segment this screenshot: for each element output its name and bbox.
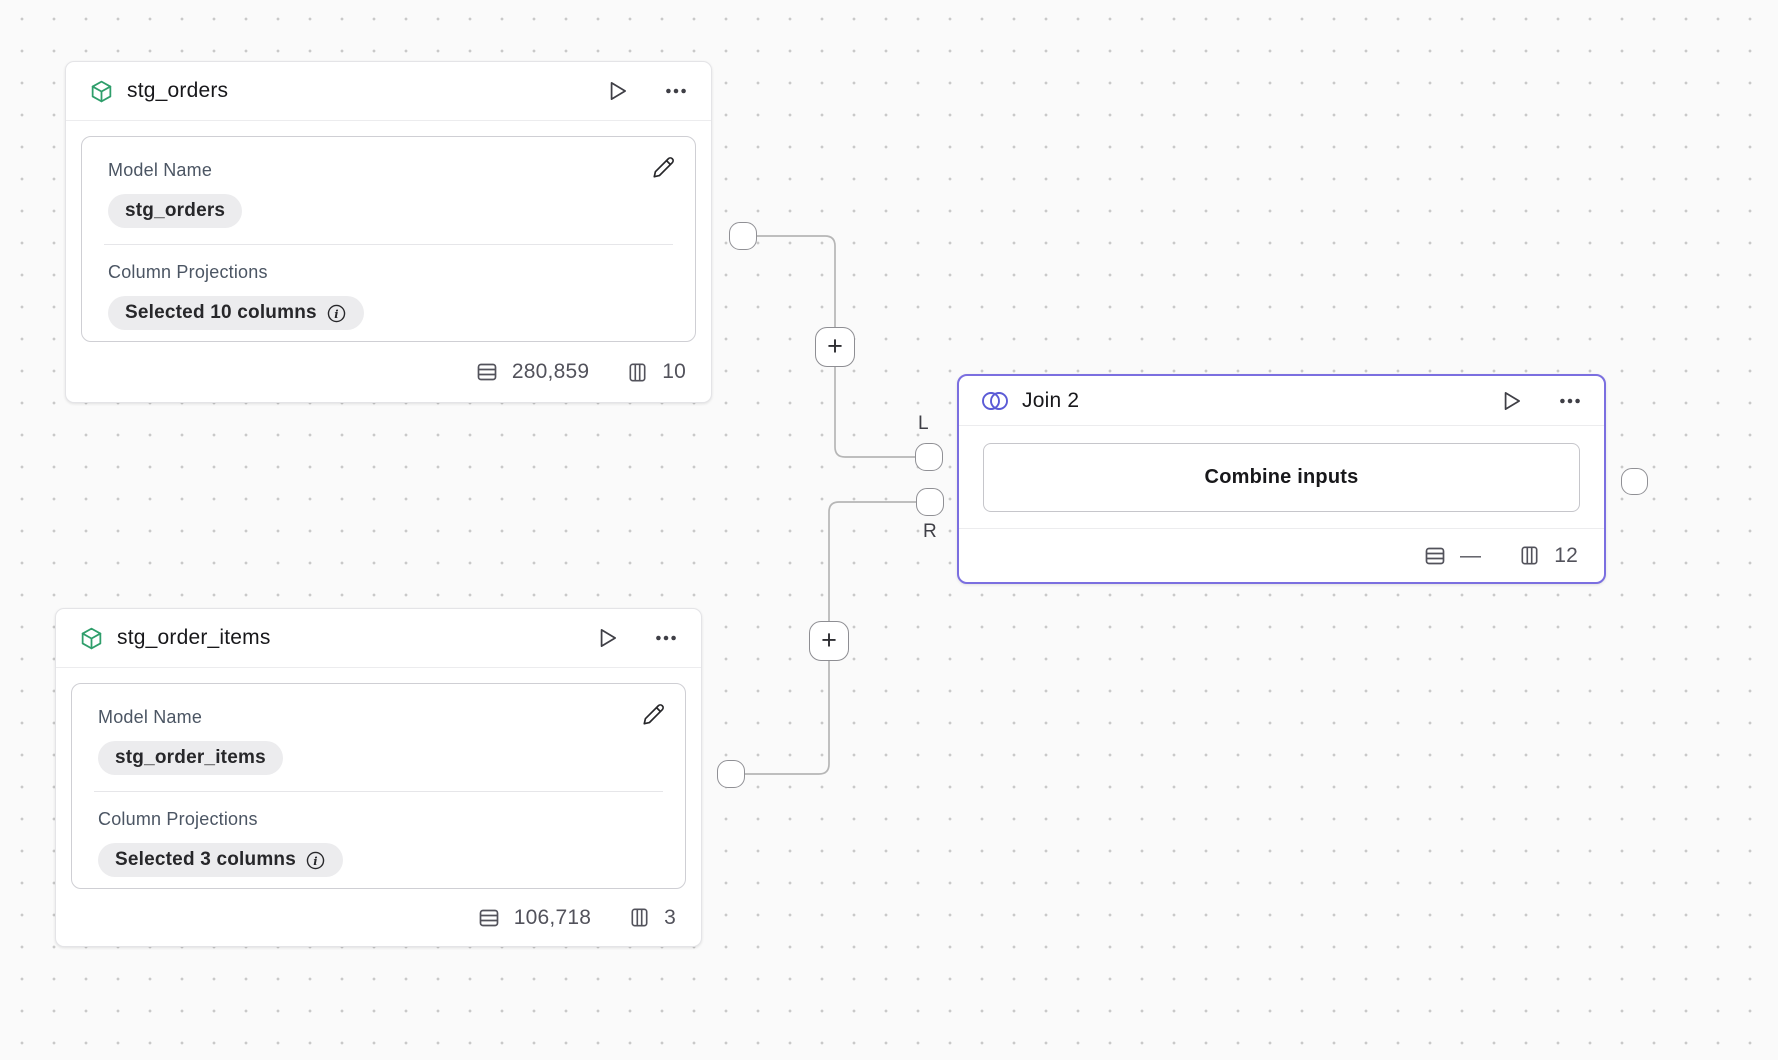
divider — [104, 244, 673, 245]
output-port-stg-order-items[interactable] — [717, 760, 745, 788]
add-node-on-edge-button[interactable]: + — [809, 621, 849, 661]
model-name-chip[interactable]: stg_order_items — [98, 741, 283, 775]
node-menu-button[interactable] — [1557, 388, 1583, 414]
row-count-icon — [477, 363, 497, 381]
info-icon: i — [327, 304, 346, 322]
node-stats: 106,718 3 — [56, 889, 701, 946]
combine-inputs-button[interactable]: Combine inputs — [983, 443, 1580, 512]
column-projections-label: Column Projections — [108, 262, 268, 282]
add-node-on-edge-button[interactable]: + — [815, 327, 855, 367]
edit-pencil-icon[interactable] — [640, 701, 667, 728]
run-node-button[interactable] — [594, 625, 620, 651]
row-count: — — [1460, 543, 1482, 567]
divider — [94, 791, 663, 792]
node-join-2[interactable]: Join 2 Combine inputs — 12 — [957, 374, 1606, 584]
node-title: stg_orders — [127, 79, 229, 102]
run-node-button[interactable] — [1498, 388, 1524, 414]
svg-text:i: i — [334, 306, 339, 320]
row-count: 280,859 — [511, 360, 590, 383]
node-header: stg_orders — [66, 62, 711, 121]
column-count: 10 — [662, 360, 686, 383]
left-port-label: L — [918, 413, 929, 434]
node-header: stg_order_items — [56, 609, 701, 668]
join-icon — [981, 390, 1009, 412]
run-node-button[interactable] — [604, 78, 630, 104]
row-count-icon — [479, 909, 499, 926]
node-title: Join 2 — [1022, 388, 1080, 412]
column-projections-chip[interactable]: Selected 3 columns i — [98, 843, 344, 877]
node-stats: — 12 — [959, 529, 1604, 582]
model-cube-icon — [79, 626, 104, 651]
row-count-icon — [1425, 547, 1445, 564]
join-output-port[interactable] — [1621, 468, 1648, 495]
node-stg-orders[interactable]: stg_orders Model Name stg_orders Column … — [65, 61, 712, 403]
column-count-icon — [631, 908, 648, 927]
svg-text:i: i — [313, 853, 318, 867]
node-config-panel: Model Name stg_orders Column Projections… — [81, 136, 696, 342]
model-name-label: Model Name — [108, 160, 213, 180]
column-count-icon — [629, 363, 646, 381]
node-menu-button[interactable] — [653, 625, 679, 651]
node-stg-order-items[interactable]: stg_order_items Model Name stg_order_ite… — [55, 608, 702, 947]
node-header: Join 2 — [959, 376, 1604, 426]
column-count: 3 — [664, 905, 676, 929]
right-port-label: R — [923, 521, 937, 542]
row-count: 106,718 — [513, 905, 592, 929]
column-projections-label: Column Projections — [98, 809, 258, 829]
model-cube-icon — [89, 79, 114, 104]
column-count: 12 — [1554, 543, 1578, 567]
node-title: stg_order_items — [117, 626, 271, 649]
node-menu-button[interactable] — [663, 78, 689, 104]
model-name-chip[interactable]: stg_orders — [108, 194, 243, 228]
output-port-stg-orders[interactable] — [729, 222, 757, 250]
join-left-input-port[interactable] — [915, 443, 943, 471]
edit-pencil-icon[interactable] — [650, 154, 677, 181]
node-stats: 280,859 10 — [66, 342, 711, 402]
combine-inputs-wrap: Combine inputs — [959, 426, 1604, 529]
info-icon: i — [306, 851, 325, 869]
column-projections-chip[interactable]: Selected 10 columns i — [108, 296, 364, 330]
model-name-label: Model Name — [98, 707, 203, 727]
join-right-input-port[interactable] — [916, 488, 944, 516]
column-count-icon — [1521, 546, 1538, 565]
node-config-panel: Model Name stg_order_items Column Projec… — [71, 683, 686, 889]
